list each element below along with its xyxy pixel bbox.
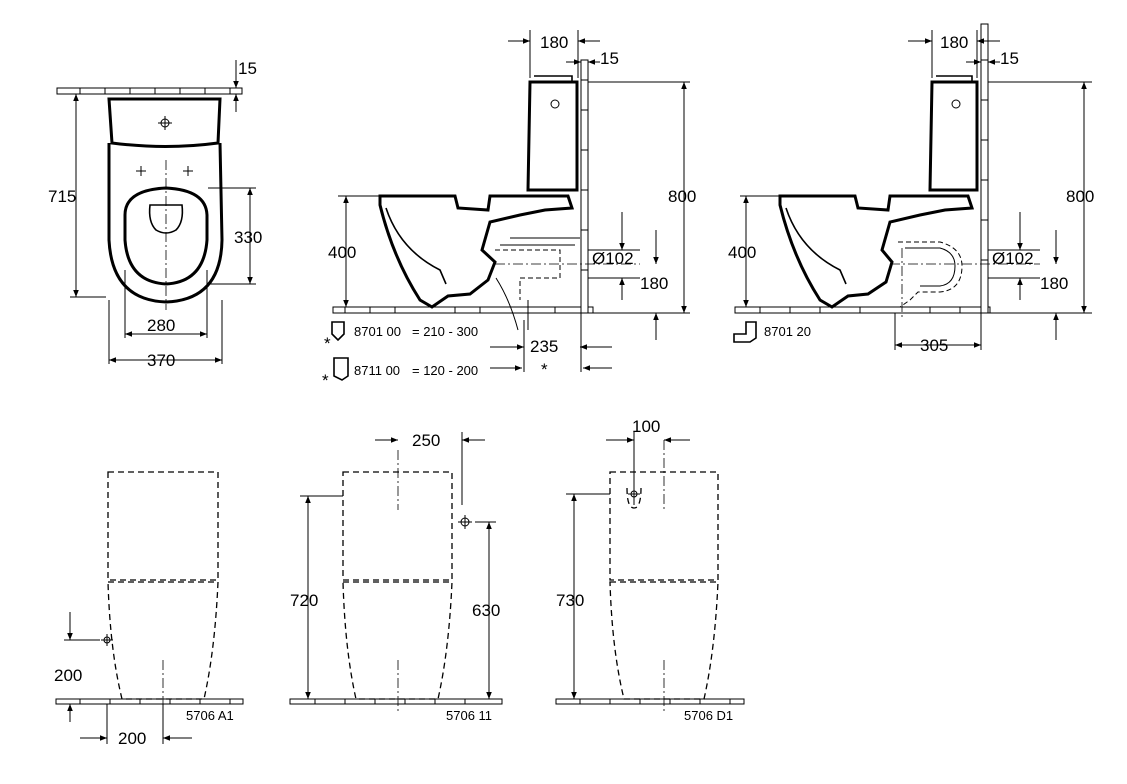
plan-dim-width-280: 280 xyxy=(147,316,175,335)
accessory-8701-00-range: = 210 - 300 xyxy=(412,324,478,339)
side-right-dim-outlet-dia: Ø102 xyxy=(992,249,1034,268)
plan-seat xyxy=(123,186,209,286)
cistern-a1-model: 5706 A1 xyxy=(186,708,234,723)
cistern-d1-model: 5706 D1 xyxy=(684,708,733,723)
plan-bowl xyxy=(107,142,224,304)
cistern-d1-bowl xyxy=(609,581,719,700)
side-right-cistern xyxy=(928,80,979,192)
side-left-dim-235: 235 xyxy=(530,337,558,356)
plan-view: 15 715 330 280 370 xyxy=(48,59,262,370)
side-right-dim-height-400: 400 xyxy=(728,243,756,262)
side-right-dim-305: 305 xyxy=(920,336,948,355)
cistern-11-view: 250 720 630 5706 11 xyxy=(289,431,503,723)
side-right-wall xyxy=(980,23,989,314)
cistern-11-tank xyxy=(342,471,453,581)
side-left-bowl xyxy=(378,194,575,309)
plan-dim-length: 715 xyxy=(48,187,76,206)
accessory-8711-00-range: = 120 - 200 xyxy=(412,363,478,378)
side-left-dim-outlet-dia: Ø102 xyxy=(592,249,634,268)
cistern-a1-dim-height-200: 200 xyxy=(54,666,82,685)
accessory-8701-20: 8701 20 xyxy=(764,324,811,339)
cistern-a1-bowl xyxy=(107,581,219,700)
bend-fitting-icon xyxy=(331,321,349,381)
side-left-floor xyxy=(332,306,594,314)
side-right-bowl xyxy=(778,194,975,309)
water-inlet-icon xyxy=(101,634,113,646)
side-left-cistern xyxy=(526,80,579,192)
p-trap-fitting-icon xyxy=(733,321,757,343)
plan-dim-width-370: 370 xyxy=(147,351,175,370)
side-right-dim-total-800: 800 xyxy=(1066,187,1094,206)
flush-button-icon xyxy=(158,116,172,130)
side-view-left: 180 15 400 800 Ø102 180 235 * xyxy=(322,30,696,390)
cistern-11-dim-630: 630 xyxy=(472,601,500,620)
accessory-8711-00: 8711 00 xyxy=(354,363,400,378)
side-right-dim-wall-15: 15 xyxy=(1000,49,1019,68)
side-left-wall xyxy=(580,59,589,314)
cistern-11-dim-720: 720 xyxy=(290,591,318,610)
side-left-asterisk-dim: * xyxy=(541,360,548,379)
plan-bowl-opening xyxy=(148,204,184,234)
side-left-asterisk-2: * xyxy=(322,371,329,390)
side-left-asterisk-1: * xyxy=(324,334,331,353)
water-inlet-icon xyxy=(458,515,472,529)
plan-wall xyxy=(56,87,243,95)
cistern-11-bowl xyxy=(342,581,453,700)
side-left-dim-cistern-180: 180 xyxy=(540,33,568,52)
cistern-d1-dim-100: 100 xyxy=(632,417,660,436)
cistern-d1-view: 100 730 5706 D1 xyxy=(555,417,745,723)
plan-dim-wall-gap: 15 xyxy=(238,59,257,78)
cistern-a1-dim-offset-200: 200 xyxy=(118,729,146,748)
cistern-11-dim-250: 250 xyxy=(412,431,440,450)
side-right-floor xyxy=(734,306,991,314)
cistern-a1-view: 200 200 5706 A1 xyxy=(54,471,244,748)
accessory-8701-00: 8701 00 xyxy=(354,324,401,339)
cistern-d1-dim-730: 730 xyxy=(556,591,584,610)
cistern-11-model: 5706 11 xyxy=(446,708,492,723)
plan-cistern xyxy=(107,97,222,148)
plan-dim-seat-length: 330 xyxy=(234,228,262,247)
side-left-dim-height-400: 400 xyxy=(328,243,356,262)
side-view-right: 180 15 400 800 Ø102 180 305 8701 20 xyxy=(728,23,1094,355)
side-left-dim-total-800: 800 xyxy=(668,187,696,206)
side-right-dim-outlet-180: 180 xyxy=(1040,274,1068,293)
fixing-point-icon xyxy=(136,166,193,176)
side-left-dim-outlet-180: 180 xyxy=(640,274,668,293)
cistern-a1-tank xyxy=(107,471,219,581)
cistern-d1-tank xyxy=(609,471,719,581)
side-right-dim-cistern-180: 180 xyxy=(940,33,968,52)
side-left-dim-wall-15: 15 xyxy=(600,49,619,68)
